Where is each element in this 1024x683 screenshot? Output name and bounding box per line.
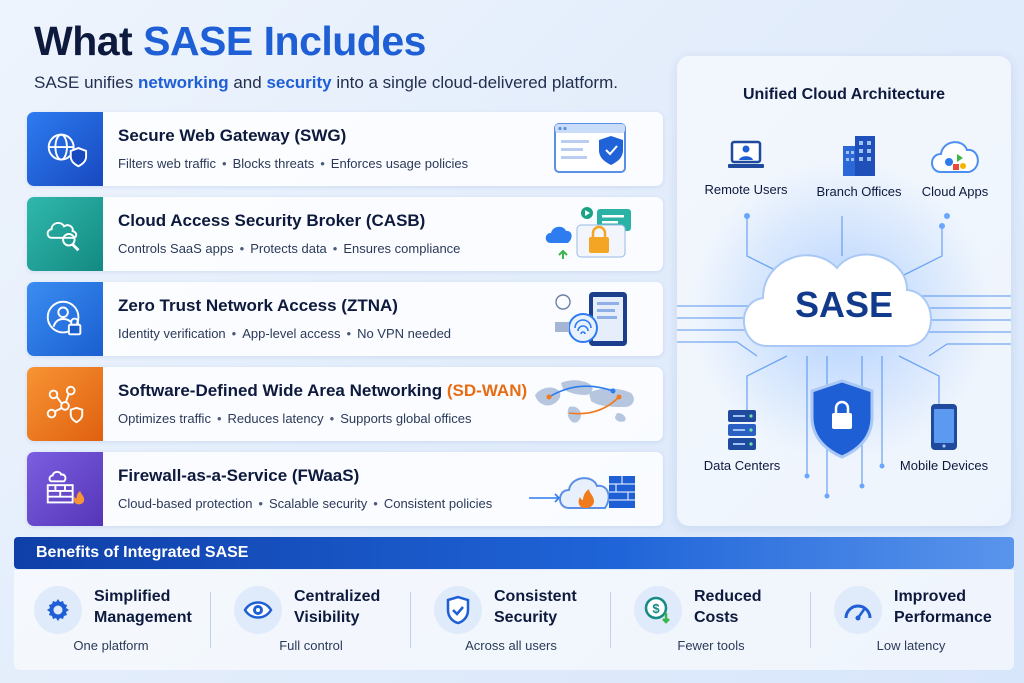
benefit-subtitle: Low latency [876,638,946,653]
title-highlight: SASE Includes [143,18,426,64]
benefits-heading: Benefits of Integrated SASE [36,544,249,561]
node-mobile-devices: Mobile Devices [889,402,999,473]
subtitle-keyword-security: security [266,73,332,92]
cloud-apps-icon [931,141,979,173]
sase-center-label: SASE [794,284,894,325]
card-title: Secure Web Gateway (SWG) [118,126,347,145]
node-remote-users: Remote Users [691,136,801,197]
card-fwaas: Firewall-as-a-Service (FWaaS) Cloud-base… [27,452,663,526]
benefit-name: Centralized Visibility [294,588,381,626]
dollar-down-icon: $ [634,586,682,634]
card-description: Cloud-based protection•Scalable security… [118,496,493,511]
benefit-centralized-visibility: Centralized Visibility Full control [214,570,408,670]
fingerprint-tablet-illustration [555,292,627,346]
card-title: Cloud Access Security Broker (CASB) [118,211,426,230]
benefit-name: Reduced Costs [694,588,762,626]
benefit-subtitle: One platform [73,638,149,653]
subtitle-text: SASE unifies [34,73,138,92]
benefits-row: Simplified Management One platform Centr… [14,570,1014,670]
user-lock-icon [27,282,103,356]
divider [410,592,411,648]
svg-text:$: $ [652,601,660,616]
world-map-illustration [535,380,634,423]
shield-check-icon [434,586,482,634]
benefit-subtitle: Full control [279,638,343,653]
architecture-panel: Unified Cloud Architecture SASE Remote U… [677,56,1011,526]
browser-shield-illustration [554,123,626,173]
card-description: Optimizes traffic•Reduces latency•Suppor… [118,411,472,426]
benefit-subtitle: Fewer tools [677,638,745,653]
eye-icon [234,586,282,634]
benefit-subtitle: Across all users [465,638,557,653]
card-title: Software-Defined Wide Area Networking (S… [118,381,528,400]
node-cloud-apps: Cloud Apps [900,134,1010,199]
benefit-name: Simplified Management [94,588,192,626]
sase-cloud [742,253,932,347]
divider [810,592,811,648]
benefit-name: Consistent Security [494,588,577,626]
subtitle-keyword-networking: networking [137,73,229,92]
divider [610,592,611,648]
node-data-centers: Data Centers [687,408,797,473]
subtitle-text: into a single cloud-delivered platform. [331,73,618,92]
title-text: What [34,18,144,64]
server-icon [728,410,756,450]
card-swg: Secure Web Gateway (SWG) Filters web tra… [27,112,663,186]
laptop-user-icon [728,140,764,168]
page-subtitle: SASE unifies networking and security int… [34,73,618,93]
card-description: Controls SaaS apps•Protects data•Ensures… [118,241,461,256]
card-title: Firewall-as-a-Service (FWaaS) [118,466,360,485]
card-description: Identity verification•App-level access•N… [118,326,452,341]
subtitle-text: and [228,73,267,92]
node-branch-offices: Branch Offices [804,134,914,199]
benefit-reduced-costs: $ Reduced Costs Fewer tools [614,570,808,670]
globe-shield-icon [27,112,103,186]
circuit-lines [677,161,1011,499]
divider [210,592,211,648]
card-ztna: Zero Trust Network Access (ZTNA) Identit… [27,282,663,356]
gear-icon [34,586,82,634]
firewall-icon [27,452,103,526]
cloud-lock-illustration [545,207,631,259]
cloud-search-icon [27,197,103,271]
benefit-consistent-security: Consistent Security Across all users [414,570,608,670]
building-icon [843,136,875,176]
card-description: Filters web traffic•Blocks threats•Enfor… [118,156,469,171]
benefit-name: Improved Performance [894,588,992,626]
card-casb: Cloud Access Security Broker (CASB) Cont… [27,197,663,271]
benefits-header: Benefits of Integrated SASE [14,537,1014,569]
component-list: Secure Web Gateway (SWG) Filters web tra… [27,112,663,537]
card-sdwan: Software-Defined Wide Area Networking (S… [27,367,663,441]
cloud-firewall-illustration [529,476,635,509]
card-title: Zero Trust Network Access (ZTNA) [118,296,398,315]
architecture-title: Unified Cloud Architecture [742,86,946,103]
page-title: What SASE Includes [34,18,426,65]
smartphone-icon [931,404,957,450]
benefit-simplified-management: Simplified Management One platform [14,570,208,670]
network-nodes-icon [27,367,103,441]
benefit-improved-performance: Improved Performance Low latency [814,570,1008,670]
speedometer-icon [834,586,882,634]
